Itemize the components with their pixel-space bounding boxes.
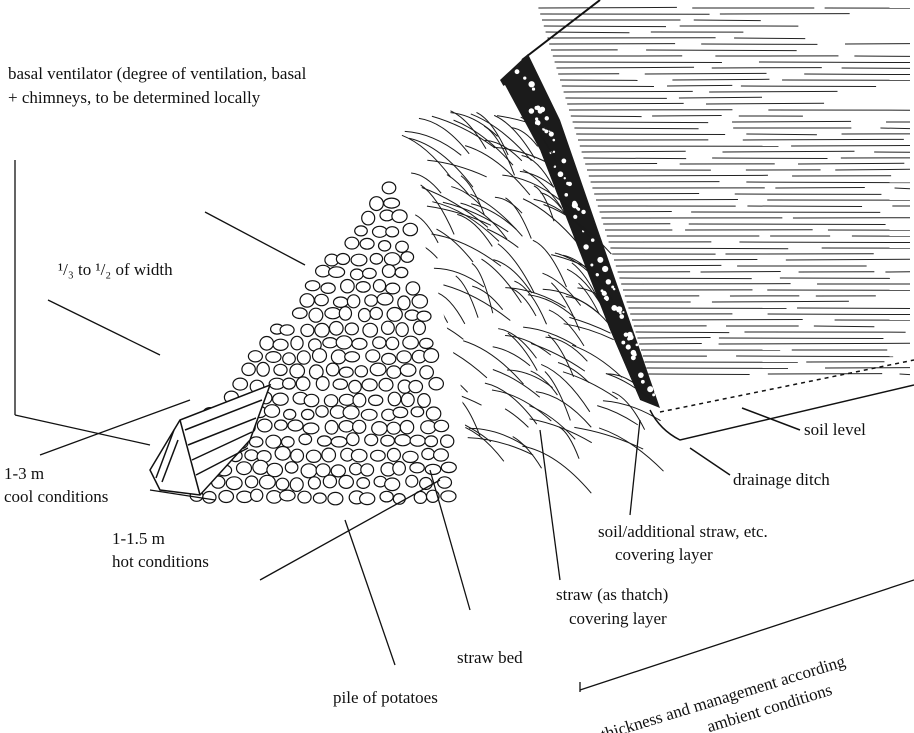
label-drainage-ditch: drainage ditch (733, 468, 830, 492)
label-straw-thatch-line1: straw (as thatch) (556, 583, 668, 607)
label-hot-dimension: 1-1.5 m (112, 527, 165, 551)
label-soil-cover-line1: soil/additional straw, etc. (598, 520, 768, 544)
label-straw-bed: straw bed (457, 646, 523, 670)
label-soil-cover-line2: covering layer (615, 543, 713, 567)
label-soil-level: soil level (804, 418, 866, 442)
label-cool-conditions: cool conditions (4, 485, 108, 509)
label-pile-of-potatoes: pile of potatoes (333, 686, 438, 710)
label-fraction-width: ¹/₃ to ¹/₂ of width (58, 258, 173, 282)
label-straw-thatch-line2: covering layer (569, 607, 667, 631)
label-basal-ventilator: basal ventilator (degree of ventilation,… (8, 62, 308, 110)
label-hot-conditions: hot conditions (112, 550, 209, 574)
label-cool-dimension: 1-3 m (4, 462, 44, 486)
